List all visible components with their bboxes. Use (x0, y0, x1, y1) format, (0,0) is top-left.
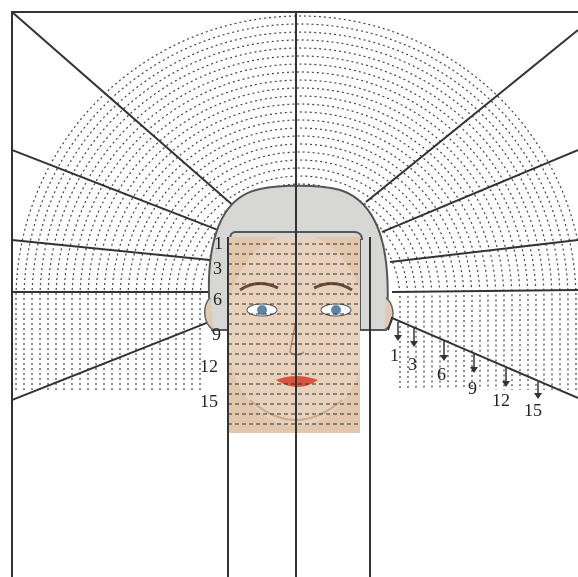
side-label-9: 9 (468, 378, 477, 398)
radial-line (12, 150, 218, 230)
face-label-3: 3 (213, 258, 222, 278)
radial-line (366, 30, 578, 202)
side-level-labels: 1 3 6 9 12 15 (390, 345, 542, 420)
radial-line (12, 240, 210, 260)
arrow-head-icon (470, 367, 478, 373)
radial-line (12, 12, 236, 208)
arrow-head-icon (534, 393, 542, 399)
side-label-15: 15 (524, 400, 542, 420)
arrow-head-icon (410, 341, 418, 347)
face-label-1: 1 (214, 233, 223, 253)
radial-line (382, 150, 578, 232)
arrow-head-icon (502, 381, 510, 387)
side-label-3: 3 (408, 354, 417, 374)
radial-line (392, 290, 578, 292)
arrow-head-icon (440, 355, 448, 361)
side-label-6: 6 (437, 364, 446, 384)
arrow-head-icon (394, 335, 402, 341)
face-label-9: 9 (212, 324, 221, 344)
side-label-12: 12 (492, 390, 510, 410)
radial-line (390, 240, 578, 262)
side-label-1: 1 (390, 345, 399, 365)
face-label-12: 12 (200, 356, 218, 376)
face-label-6: 6 (213, 289, 222, 309)
face-label-15: 15 (200, 391, 218, 411)
